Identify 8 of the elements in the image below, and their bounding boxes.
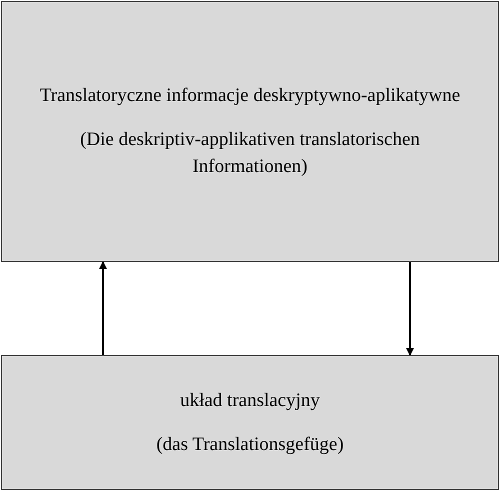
- arrow: [99, 261, 107, 355]
- box-text: układ translacyjny: [180, 388, 320, 413]
- box-text: Translatoryczne informacje deskryptywno-aplikatywne: [40, 84, 460, 108]
- text-box: [1, 355, 499, 490]
- arrow: [406, 262, 414, 356]
- box-text: (Die deskriptiv-applikativen translatorischen Informationen): [79, 128, 421, 180]
- text-box: [1, 1, 499, 262]
- box-text: (das Translationsgefüge): [156, 432, 344, 456]
